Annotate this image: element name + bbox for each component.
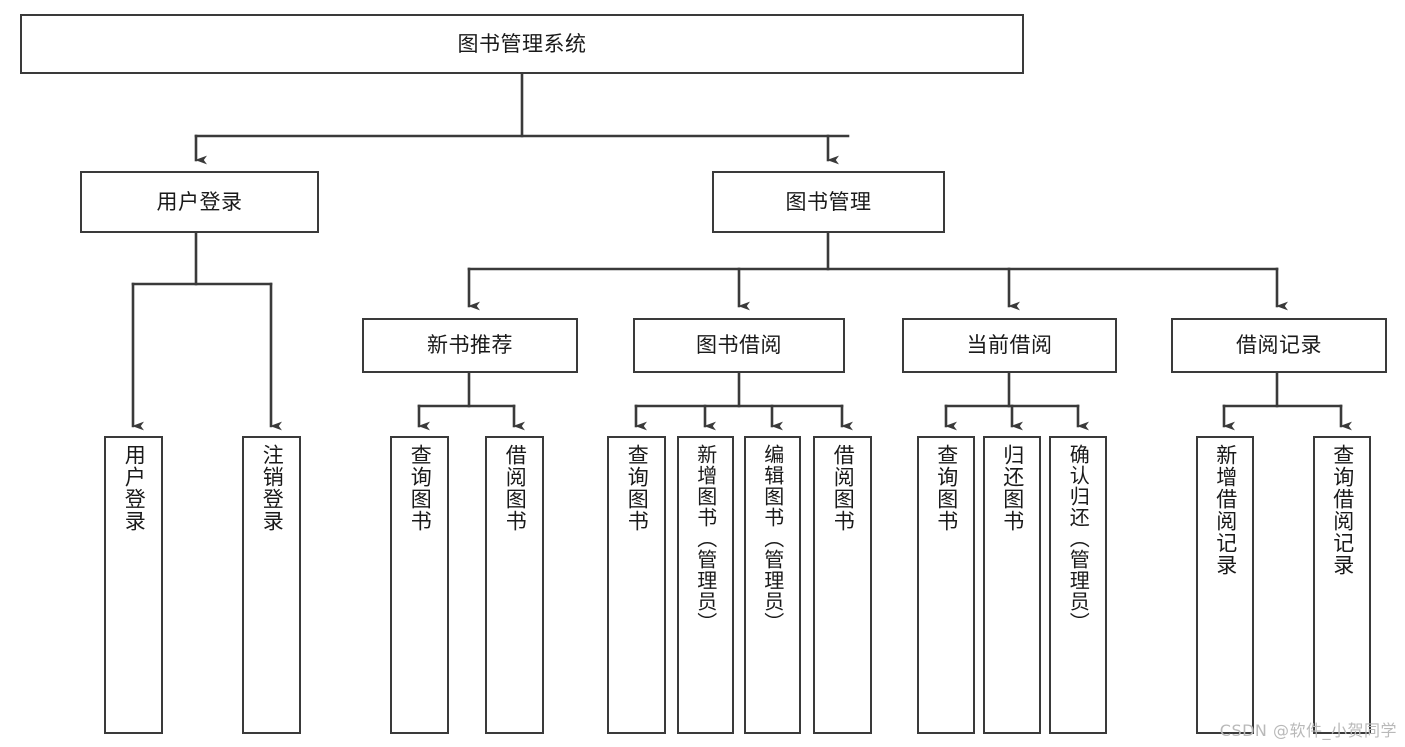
- node-leaf-add-book[interactable]: 新增图书（管理员）: [677, 436, 734, 734]
- node-leaf-query-book-1-label: 查询图书: [408, 444, 433, 532]
- watermark: CSDN @软件_小贺同学: [1219, 721, 1397, 740]
- node-leaf-confirm-return[interactable]: 确认归还（管理员）: [1049, 436, 1107, 734]
- node-leaf-query-record-label: 查询借阅记录: [1330, 444, 1355, 576]
- node-leaf-edit-book-label: 编辑图书（管理员）: [760, 444, 785, 633]
- node-leaf-borrow-book-2[interactable]: 借阅图书: [813, 436, 872, 734]
- node-leaf-borrow-book-1[interactable]: 借阅图书: [485, 436, 544, 734]
- node-leaf-user-login[interactable]: 用户登录: [104, 436, 163, 734]
- node-current-borrow[interactable]: 当前借阅: [902, 318, 1117, 373]
- node-leaf-query-record[interactable]: 查询借阅记录: [1313, 436, 1371, 734]
- node-leaf-edit-book[interactable]: 编辑图书（管理员）: [744, 436, 801, 734]
- node-leaf-logout[interactable]: 注销登录: [242, 436, 301, 734]
- node-leaf-borrow-book-2-label: 借阅图书: [831, 444, 856, 532]
- node-leaf-add-record[interactable]: 新增借阅记录: [1196, 436, 1254, 734]
- node-leaf-query-book-1[interactable]: 查询图书: [390, 436, 449, 734]
- node-borrow-record-label: 借阅记录: [1236, 333, 1322, 358]
- node-root[interactable]: 图书管理系统: [20, 14, 1024, 74]
- node-leaf-return-book[interactable]: 归还图书: [983, 436, 1041, 734]
- node-leaf-borrow-book-1-label: 借阅图书: [503, 444, 528, 532]
- node-new-book-rec[interactable]: 新书推荐: [362, 318, 578, 373]
- node-leaf-query-book-2-label: 查询图书: [625, 444, 650, 532]
- node-user-login[interactable]: 用户登录: [80, 171, 319, 233]
- node-leaf-user-login-label: 用户登录: [122, 444, 147, 532]
- node-leaf-query-book-2[interactable]: 查询图书: [607, 436, 666, 734]
- node-leaf-logout-label: 注销登录: [260, 444, 285, 532]
- node-leaf-add-record-label: 新增借阅记录: [1213, 444, 1238, 576]
- node-user-login-label: 用户登录: [156, 189, 243, 214]
- node-borrow-record[interactable]: 借阅记录: [1171, 318, 1387, 373]
- node-new-book-rec-label: 新书推荐: [427, 333, 513, 358]
- node-leaf-confirm-return-label: 确认归还（管理员）: [1066, 444, 1091, 633]
- node-book-borrow[interactable]: 图书借阅: [633, 318, 845, 373]
- node-leaf-add-book-label: 新增图书（管理员）: [693, 444, 718, 633]
- node-book-borrow-label: 图书借阅: [696, 333, 782, 358]
- node-leaf-query-book-3[interactable]: 查询图书: [917, 436, 975, 734]
- node-leaf-return-book-label: 归还图书: [1000, 444, 1025, 532]
- node-book-manage-label: 图书管理: [785, 189, 872, 214]
- node-leaf-query-book-3-label: 查询图书: [934, 444, 959, 532]
- node-book-manage[interactable]: 图书管理: [712, 171, 945, 233]
- node-root-label: 图书管理系统: [457, 31, 587, 56]
- node-current-borrow-label: 当前借阅: [966, 333, 1053, 358]
